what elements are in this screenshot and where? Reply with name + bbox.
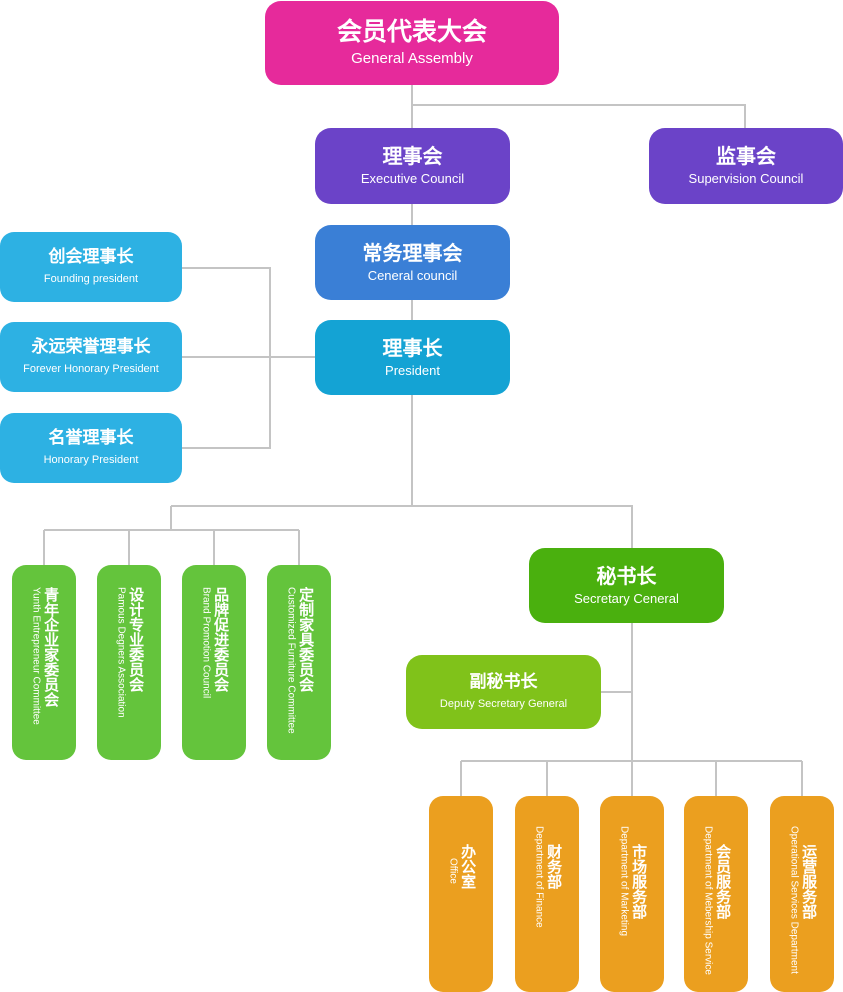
node-title: 运营服务部	[800, 844, 819, 919]
supervision-council-box[interactable]: 监事会 Supervision Council	[649, 128, 843, 204]
node-title: 名誉理事长	[48, 428, 134, 449]
node-title: 会员代表大会	[336, 17, 487, 47]
general-assembly-box[interactable]: 会员代表大会 General Assembly	[265, 1, 559, 85]
founding-president-box[interactable]: 创会理事长 Founding president	[0, 232, 182, 302]
node-title: 常务理事会	[362, 240, 463, 265]
node-subtitle: Department of Marketing	[618, 826, 630, 937]
node-subtitle: Forever Honorary President	[23, 362, 159, 375]
customized-furniture-committee-box[interactable]: 定制家具委员会 Customized Furniture Committee	[267, 565, 331, 760]
operational-services-department-box[interactable]: 运营服务部 Operational Services Department	[770, 796, 834, 992]
node-subtitle: Customized Furniture Committee	[285, 587, 297, 734]
node-subtitle: Deputy Secretary General	[439, 697, 568, 710]
node-title: 定制家具委员会	[297, 587, 316, 692]
node-title: 品牌促进委员会	[212, 587, 231, 692]
node-title: 创会理事长	[48, 247, 134, 268]
node-title: 会员服务部	[714, 844, 733, 919]
youth-entrepreneur-committee-box[interactable]: 青年企业家委员会 Yunth Entrepreneur Committee	[12, 565, 76, 760]
node-subtitle: Supervision Council	[688, 171, 804, 187]
node-title: 理事长	[382, 335, 443, 360]
node-subtitle: Secretary Ceneral	[574, 590, 679, 606]
node-subtitle: Yunth Entrepreneur Committee	[30, 587, 42, 725]
node-title: 青年企业家委员会	[42, 587, 61, 707]
node-title: 秘书长	[596, 563, 657, 588]
node-title: 理事会	[382, 144, 443, 169]
node-subtitle: Operational Services Department	[788, 826, 800, 974]
node-title: 财务部	[545, 844, 564, 889]
deputy-secretary-general-box[interactable]: 副秘书长 Deputy Secretary General	[406, 655, 601, 729]
honorary-president-box[interactable]: 名誉理事长 Honorary President	[0, 413, 182, 483]
node-title: 设计专业委员会	[127, 587, 146, 692]
brand-promotion-committee-box[interactable]: 品牌促进委员会 Brand Promotion Council	[182, 565, 246, 760]
node-subtitle: Ceneral council	[367, 267, 458, 283]
node-subtitle: Department of Mebership Service	[702, 826, 714, 975]
office-box[interactable]: 办公室 Office	[429, 796, 493, 992]
node-title: 副秘书长	[469, 672, 538, 693]
node-subtitle: Pamous Degners Association	[115, 587, 127, 718]
node-subtitle: President	[385, 362, 440, 378]
president-box[interactable]: 理事长 President	[315, 320, 510, 395]
membership-service-department-box[interactable]: 会员服务部 Department of Mebership Service	[684, 796, 748, 992]
node-subtitle: Executive Council	[360, 171, 465, 187]
node-title: 市场服务部	[630, 844, 649, 919]
node-subtitle: Department of Finance	[533, 826, 545, 928]
node-subtitle: General Assembly	[351, 49, 473, 67]
node-subtitle: Brand Promotion Council	[200, 587, 212, 699]
finance-department-box[interactable]: 财务部 Department of Finance	[515, 796, 579, 992]
marketing-department-box[interactable]: 市场服务部 Department of Marketing	[600, 796, 664, 992]
node-title: 办公室	[459, 844, 478, 889]
node-subtitle: Office	[447, 858, 459, 884]
secretary-general-box[interactable]: 秘书长 Secretary Ceneral	[529, 548, 724, 623]
node-subtitle: Founding president	[43, 272, 139, 285]
design-committee-box[interactable]: 设计专业委员会 Pamous Degners Association	[97, 565, 161, 760]
general-council-box[interactable]: 常务理事会 Ceneral council	[315, 225, 510, 300]
executive-council-box[interactable]: 理事会 Executive Council	[315, 128, 510, 204]
node-title: 监事会	[716, 144, 776, 169]
node-subtitle: Honorary President	[43, 453, 139, 466]
node-title: 永远荣誉理事长	[31, 337, 151, 358]
forever-honorary-president-box[interactable]: 永远荣誉理事长 Forever Honorary President	[0, 322, 182, 392]
